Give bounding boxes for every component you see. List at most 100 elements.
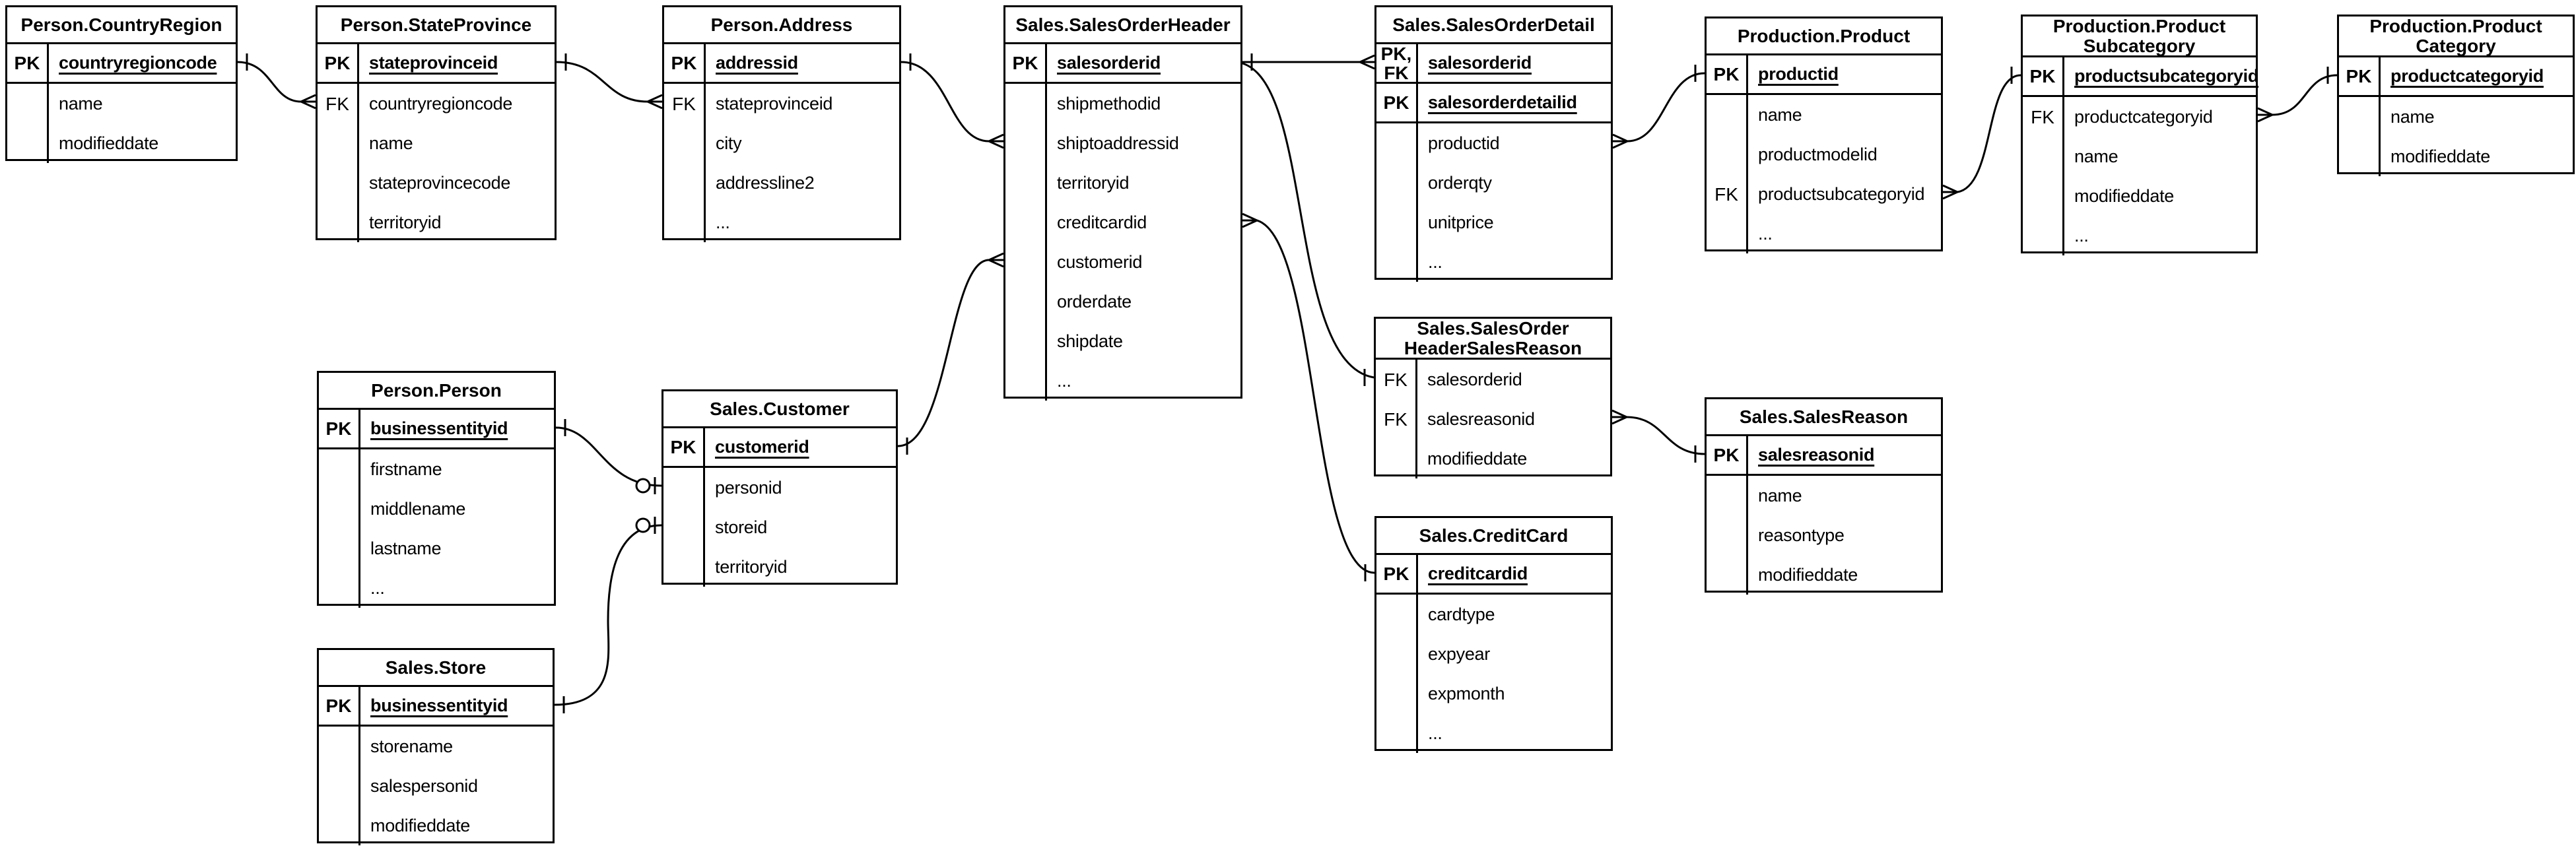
column-name: territoryid — [715, 556, 788, 577]
key-column-divider — [358, 687, 360, 845]
column-name: ... — [1057, 370, 1071, 391]
column-name: modifieddate — [370, 815, 471, 835]
column-name: lastname — [370, 538, 442, 558]
rel-store-customer — [554, 524, 662, 706]
column-name: name — [1758, 104, 1802, 125]
field-row: territoryid — [663, 547, 896, 587]
field-row: customerid — [1005, 242, 1240, 282]
column-name: stateprovinceid — [369, 53, 498, 73]
field-row: storeid — [663, 507, 896, 547]
column-name: modifieddate — [1758, 564, 1858, 585]
column-name: salesorderid — [1057, 53, 1161, 73]
field-row: reasontype — [1707, 515, 1941, 555]
field-row: storename — [319, 727, 553, 766]
field-row: modifieddate — [2023, 176, 2256, 216]
column-name: orderqty — [1428, 172, 1492, 193]
column-name: productcategoryid — [2390, 66, 2544, 86]
key-type-label: PK,FK — [1380, 43, 1412, 83]
field-row: productid — [1376, 123, 1611, 163]
field-row: ... — [1707, 214, 1941, 253]
table-title-line: Person.Person — [371, 379, 502, 401]
column-name: territoryid — [369, 212, 442, 232]
column-name: customerid — [715, 437, 809, 457]
table-title: Sales.CreditCard — [1376, 518, 1611, 555]
field-row: name — [7, 84, 236, 123]
column-name: countryregioncode — [369, 93, 513, 114]
field-row: ... — [1376, 242, 1611, 282]
key-type-label: PK — [1012, 53, 1038, 73]
column-name: businessentityid — [370, 418, 508, 438]
field-row: expyear — [1376, 634, 1611, 674]
column-name: ... — [1428, 251, 1442, 272]
key-type-label: FK — [1714, 183, 1738, 205]
column-name: orderdate — [1057, 291, 1132, 311]
many-marker — [1612, 133, 1628, 149]
column-name: unitprice — [1428, 212, 1494, 232]
key-column-divider — [1045, 44, 1047, 401]
field-row: stateprovincecode — [318, 163, 555, 203]
column-name: productid — [1758, 64, 1839, 84]
table-title: Sales.SalesOrderHeader — [1005, 7, 1240, 44]
table-title: Person.StateProvince — [318, 7, 555, 44]
column-name: cardtype — [1428, 604, 1495, 624]
field-row: modifieddate — [1376, 439, 1610, 478]
key-column-divider — [1415, 360, 1417, 478]
column-name: city — [716, 133, 742, 153]
field-row: ... — [319, 568, 554, 608]
key-type-label: FK — [1384, 408, 1407, 430]
column-name: ... — [1428, 723, 1442, 743]
column-name: salesorderid — [1427, 369, 1522, 389]
key-type-label: PK — [325, 696, 352, 716]
column-name: firstname — [370, 459, 442, 479]
key-type-label: PK — [14, 53, 40, 73]
column-name: name — [2390, 106, 2435, 127]
table-title: Sales.SalesOrderDetail — [1376, 7, 1611, 44]
column-name: productmodelid — [1758, 144, 1878, 164]
many-marker — [2257, 107, 2273, 123]
column-name: shiptoaddressid — [1057, 133, 1179, 153]
column-name: shipdate — [1057, 331, 1123, 351]
column-name: personid — [715, 477, 782, 498]
field-row: lastname — [319, 529, 554, 568]
key-column-divider — [2062, 57, 2064, 255]
table-title: Sales.Store — [319, 650, 553, 687]
zero-marker — [635, 517, 651, 533]
field-row: modifieddate — [7, 123, 236, 163]
field-row: unitprice — [1376, 203, 1611, 242]
table-title: Production.Product — [1707, 18, 1941, 55]
many-marker — [647, 94, 663, 110]
many-marker — [1242, 212, 1258, 228]
column-name: modifieddate — [2074, 185, 2175, 206]
table-title-line: Production.Product — [2052, 15, 2226, 36]
rel-salesorderdetail-product — [1627, 72, 1705, 143]
key-type-label: PK — [2029, 66, 2056, 86]
column-name: expmonth — [1428, 683, 1505, 703]
key-column-divider — [357, 44, 359, 242]
column-name: salesorderid — [1428, 53, 1532, 73]
column-name: middlename — [370, 498, 466, 519]
table-title-line: Sales.SalesOrderDetail — [1392, 14, 1595, 35]
field-section: productid orderqty unitprice... — [1376, 123, 1611, 282]
key-type-label: FK — [672, 93, 696, 114]
